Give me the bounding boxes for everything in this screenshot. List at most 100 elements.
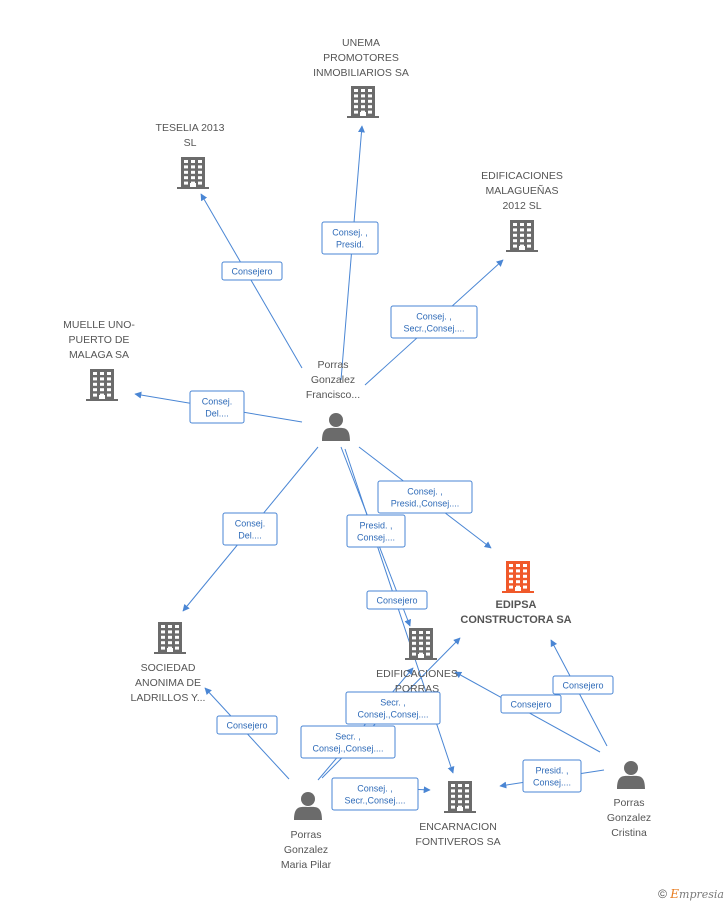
edge-label-text: Consej.,Consej.... [312,744,383,754]
edge-label-text: Consej. , [332,228,368,238]
node-label: EDIPSA [496,599,537,611]
edge-label-text: Secr. , [380,698,406,708]
node-label: Gonzalez [311,374,355,386]
building-icon [506,220,538,252]
edge-label-text: Consej.,Consej.... [357,710,428,720]
node-label: INMOBILIARIOS SA [313,67,409,79]
node-label: EDIFICACIONES [376,668,458,680]
edge-label-box[interactable] [300,725,396,759]
brand-initial: E [670,887,680,901]
edge-label-box[interactable] [345,691,441,725]
edge-label-text: Presid. [336,240,364,250]
footer-brand: © Empresia [658,887,724,901]
node-label: EDIFICACIONES [481,170,563,182]
edge-label-francisco-muelle[interactable]: Consej. Del.... [189,390,245,424]
edge-label-francisco-sociedad[interactable]: Consej. Del.... [222,512,278,546]
node-label: ANONIMA DE [135,677,201,689]
node-label: Gonzalez [284,844,328,856]
edge-label-box[interactable] [390,305,478,339]
brand-name: mpresia [679,888,724,901]
node-francisco[interactable]: PorrasGonzalezFrancisco... [306,359,360,441]
node-edipsa[interactable]: EDIPSA CONSTRUCTORA SA [460,561,572,626]
node-label: Cristina [611,827,647,839]
building-icon [444,781,476,813]
edge-label-text: Presid. , [359,521,392,531]
node-malaguenas[interactable]: EDIFICACIONES MALAGUEÑAS 2012 SL [481,170,563,252]
node-label: TESELIA 2013 [156,122,225,134]
edge-label-text: Secr.,Consej.... [403,324,464,334]
edge-label-francisco-unema[interactable]: Consej. , Presid. [321,221,379,255]
node-label: Maria Pilar [281,859,332,871]
node-sociedad[interactable]: SOCIEDAD ANONIMA DE LADRILLOS Y... [131,622,206,704]
edge-label-text: Del.... [238,531,262,541]
person-icon [322,413,350,441]
edge-label-box[interactable] [321,221,379,255]
edge-label-box[interactable] [552,675,614,695]
building-icon [502,561,534,593]
edge-label-text: Presid.,Consej.... [391,499,460,509]
edge-label-cristina-edipsa[interactable]: Consejero [552,675,614,695]
edge-label-box[interactable] [222,512,278,546]
edge-label-pilar-porras_sa[interactable]: Secr. , Consej.,Consej.... [300,725,396,759]
edge-label-francisco-malaguenas[interactable]: Consej. , Secr.,Consej.... [390,305,478,339]
edge-label-text: Consejero [510,700,551,710]
edge-label-cristina-encarnacion[interactable]: Presid. , Consej.... [522,759,582,793]
node-label: Gonzalez [607,812,651,824]
building-icon [86,369,118,401]
edge-label-francisco-teselia[interactable]: Consejero [221,261,283,281]
node-label: FONTIVEROS SA [415,836,500,848]
edge-label-pilar-sociedad[interactable]: Consejero [216,715,278,735]
node-label: MALAGA SA [69,349,129,361]
edge-label-text: Consej. [235,519,266,529]
edge-label-text: Consej. , [407,487,443,497]
edge-label-cristina-porras_sa[interactable]: Consejero [500,694,562,714]
edge-label-box[interactable] [377,480,473,514]
edge-label-box[interactable] [522,759,582,793]
building-icon [347,86,379,118]
edge-label-francisco-porras_sa[interactable]: Consejero [366,590,428,610]
edge-label-box[interactable] [346,514,406,548]
node-label: UNEMA [342,37,380,49]
node-label: CONSTRUCTORA SA [460,614,571,626]
node-label: 2012 SL [502,200,541,212]
copyright-symbol: © [658,887,667,901]
edge-label-text: Consej. [202,397,233,407]
edge-label-box[interactable] [366,590,428,610]
edge-label-box[interactable] [221,261,283,281]
building-icon [405,628,437,660]
edge-label-pilar-porras_sa[interactable]: Secr. , Consej.,Consej.... [345,691,441,725]
node-unema[interactable]: UNEMA PROMOTORES INMOBILIARIOS SA [313,37,409,118]
building-icon [154,622,186,654]
edge-label-text: Consejero [231,267,272,277]
edge-label-text: Consej. , [416,312,452,322]
edge-label-box[interactable] [500,694,562,714]
node-label: SL [184,137,197,149]
node-label: Francisco... [306,389,360,401]
node-encarnacion[interactable]: ENCARNACION FONTIVEROS SA [415,781,501,848]
node-label: Porras [318,359,349,371]
edge-label-francisco-encarnacion[interactable]: Presid. ,Consej.... [346,514,406,548]
edge-label-francisco-edipsa[interactable]: Consej. , Presid.,Consej.... [377,480,473,514]
edge-label-pilar-encarnacion[interactable]: Consej. ,Secr.,Consej.... [331,777,419,811]
edge-label-box[interactable] [216,715,278,735]
node-label: SOCIEDAD [141,662,196,674]
node-label: ENCARNACION [419,821,497,833]
edge-label-text: Secr. , [335,732,361,742]
nodes-layer: UNEMA PROMOTORES INMOBILIARIOS SA TESELIA 2… [63,37,651,871]
node-label: MALAGUEÑAS [486,184,559,197]
edge-label-text: Presid. , [535,766,568,776]
edge-label-text: Consej.... [533,778,571,788]
edge-label-box[interactable] [189,390,245,424]
edge-label-text: Consej. , [357,784,393,794]
edge-label-text: Del.... [205,409,229,419]
person-icon [617,761,645,789]
node-label: LADRILLOS Y... [131,692,206,704]
node-label: PROMOTORES [323,52,399,64]
edge-label-box[interactable] [331,777,419,811]
